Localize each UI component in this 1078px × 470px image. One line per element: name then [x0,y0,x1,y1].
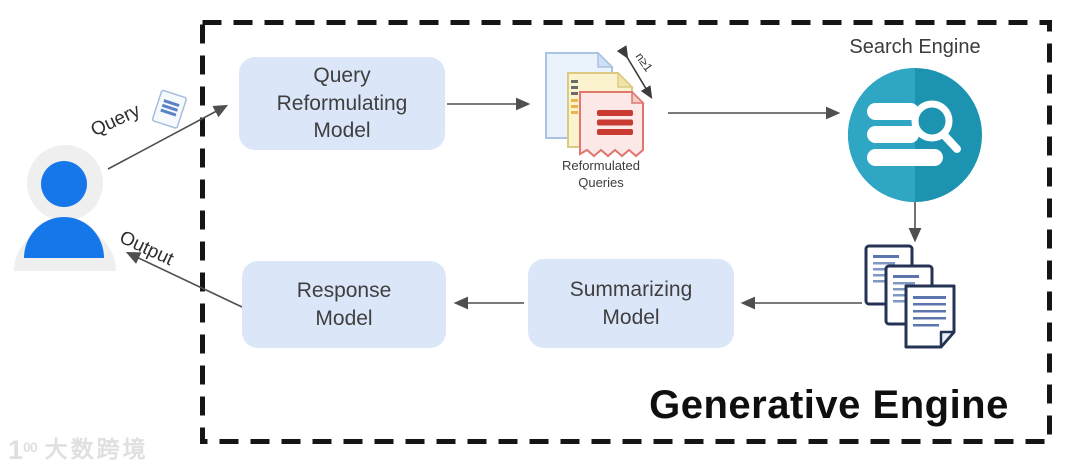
magnifier-icon [911,100,953,142]
generative-engine-boundary [200,20,1052,444]
flow-arrows [107,97,922,310]
box-line: Summarizing [569,277,693,301]
caption-line: Reformulated [561,158,641,173]
reformulated-queries-stack-icon [545,51,645,158]
user-icon [14,145,116,271]
watermark-logo-sup: 00 [23,439,38,455]
caption-line: Queries [578,174,624,190]
query-document-icon [151,89,187,129]
watermark: 1 00 大数跨境 [8,430,149,464]
box-line: Model [602,305,660,329]
box-line: Model [313,119,371,143]
box-line: Response [296,278,392,302]
box-line: Query [313,63,371,87]
box-line: Reformulating [276,91,408,115]
search-engine-label: Search Engine [849,36,981,58]
red-doc-text-bars [597,110,633,135]
retrieved-documents-stack-icon [864,244,956,349]
query-count-range-arrow [616,45,653,100]
arrow-response-model-to-user [125,251,243,308]
user-head [41,161,87,207]
user-shoulders [24,217,104,258]
reformulated-queries-label: Reformulated Queries [545,158,657,192]
generative-engine-title: Generative Engine [649,383,1009,427]
summarizing-model-box: Summarizing Model [528,259,734,348]
query-reformulating-model-box: Query Reformulating Model [239,57,445,150]
watermark-logo: 1 [8,435,24,465]
response-model-box: Response Model [242,261,446,348]
yellow-doc-bullets [571,80,578,114]
arrow-user-to-query-model [107,104,229,170]
watermark-brand-text: 大数跨境 [44,436,149,462]
search-engine-icon [848,68,982,202]
box-line: Model [315,306,373,330]
